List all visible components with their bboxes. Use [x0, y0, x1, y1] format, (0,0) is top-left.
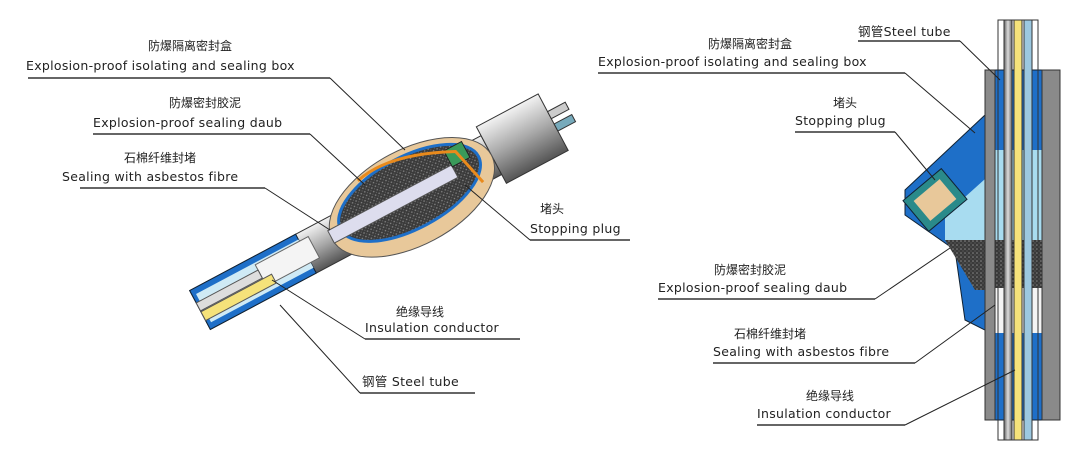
- label-plug-en-right: Stopping plug: [795, 113, 886, 128]
- left-labels: 防爆隔离密封盒 Explosion-proof isolating and se…: [26, 38, 630, 394]
- label-conductor-cn-right: 绝缘导线: [806, 388, 854, 403]
- label-box-cn: 防爆隔离密封盒: [148, 38, 232, 53]
- label-plug-cn: 堵头: [540, 202, 564, 216]
- label-conductor-en: Insulation conductor: [365, 320, 500, 335]
- label-tube-right: 钢管Steel tube: [858, 24, 951, 39]
- label-asbestos-en-right: Sealing with asbestos fibre: [713, 344, 889, 359]
- insulation-conductor-right: [1013, 19, 1023, 441]
- label-daub-cn-right: 防爆密封胶泥: [714, 262, 786, 277]
- right-section-illustration: [902, 19, 1061, 441]
- label-conductor-cn: 绝缘导线: [396, 304, 444, 319]
- stopping-plug-right: [902, 167, 968, 233]
- label-box-cn-right: 防爆隔离密封盒: [708, 36, 792, 51]
- label-conductor-en-right: Insulation conductor: [757, 406, 892, 421]
- label-daub-en-right: Explosion-proof sealing daub: [658, 280, 847, 295]
- label-box-en: Explosion-proof isolating and sealing bo…: [26, 58, 295, 73]
- label-daub-cn: 防爆密封胶泥: [169, 95, 241, 110]
- label-box-en-right: Explosion-proof isolating and sealing bo…: [598, 54, 867, 69]
- label-plug-en: Stopping plug: [530, 221, 621, 236]
- label-tube: 钢管 Steel tube: [362, 374, 459, 389]
- label-asbestos-cn: 石棉纤维封堵: [124, 151, 196, 165]
- label-plug-cn-right: 堵头: [833, 96, 857, 110]
- label-asbestos-cn-right: 石棉纤维封堵: [734, 327, 806, 341]
- label-asbestos-en: Sealing with asbestos fibre: [62, 169, 238, 184]
- left-cutaway-illustration: [188, 93, 577, 331]
- right-labels: 钢管Steel tube 防爆隔离密封盒 Explosion-proof iso…: [598, 24, 1016, 426]
- label-daub-en: Explosion-proof sealing daub: [93, 115, 282, 130]
